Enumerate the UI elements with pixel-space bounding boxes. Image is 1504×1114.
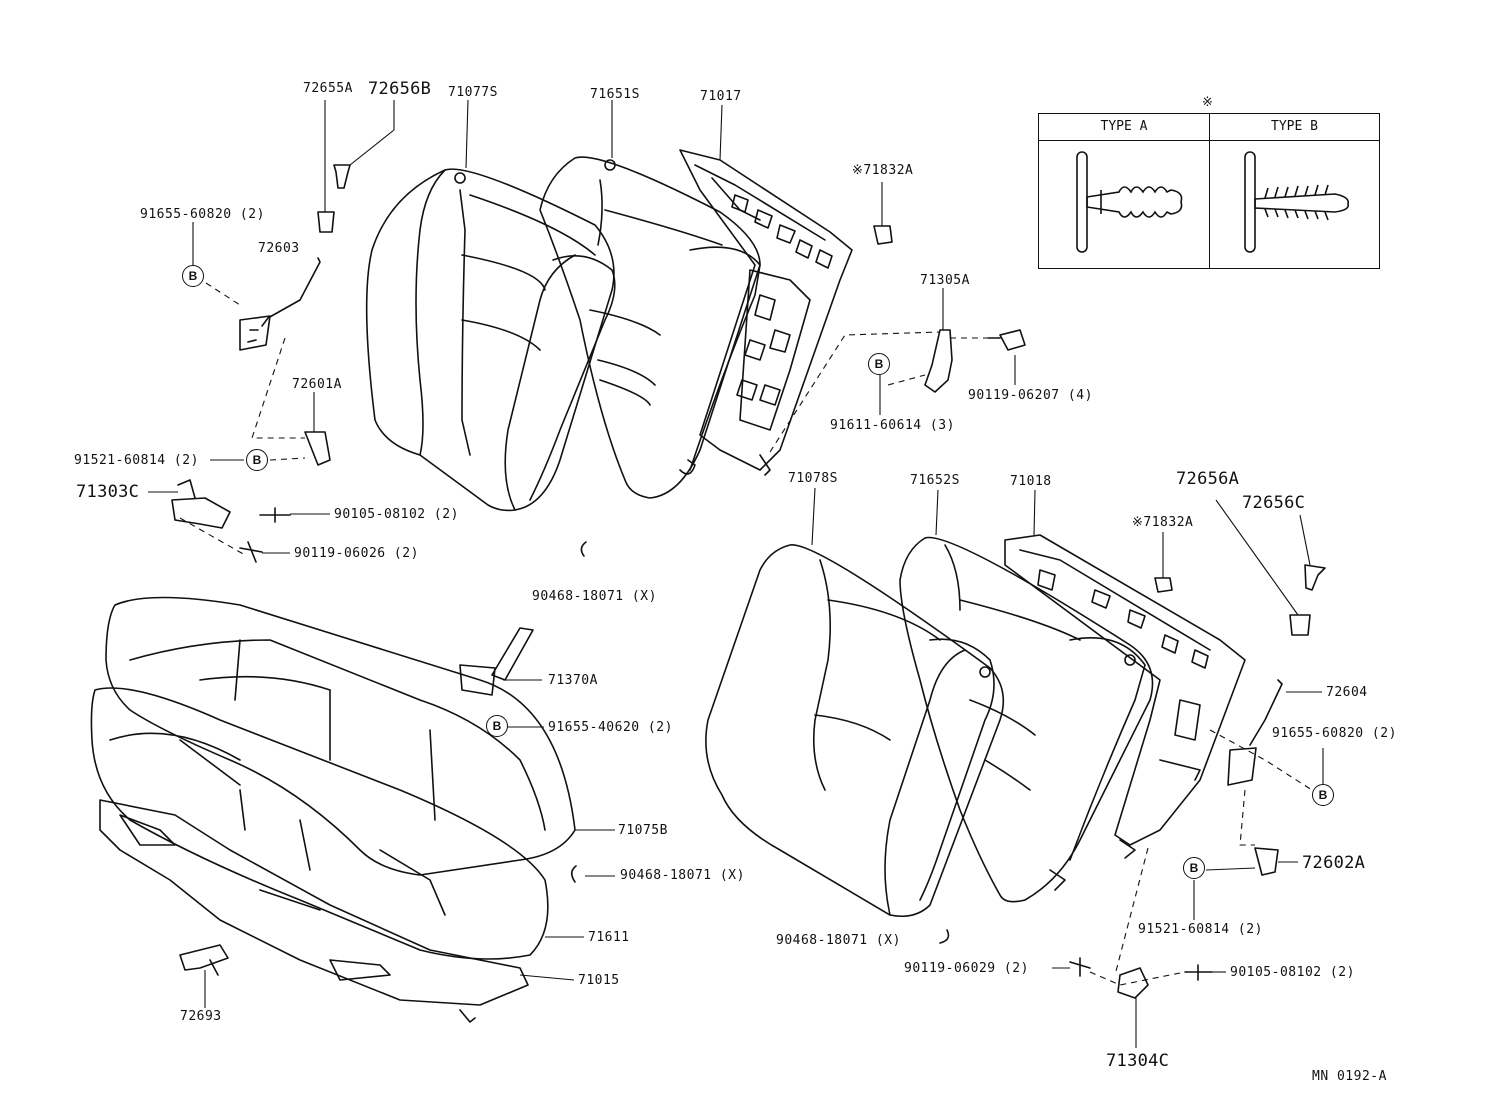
bracket-72601A (304, 431, 331, 466)
label-72656B: 72656B (368, 79, 432, 99)
label-90468-18071-right: 90468-18071 (X) (776, 933, 901, 948)
label-72656A: 72656A (1176, 469, 1240, 489)
table-divider (1209, 114, 1211, 268)
label-72601A: 72601A (292, 377, 342, 392)
label-71832A-top: ※71832A (852, 163, 914, 178)
label-91655-40620: 91655-40620 (2) (548, 720, 673, 735)
label-71611: 71611 (588, 930, 630, 945)
bolt-marker: B (868, 353, 890, 375)
label-71305A: 71305A (920, 273, 970, 288)
label-71078S: 71078S (788, 471, 838, 486)
label-91655-60820-left: 91655-60820 (2) (140, 207, 265, 222)
label-91521-60814-right: 91521-60814 (2) (1138, 922, 1263, 937)
diagram-code: MN 0192-A (1312, 1069, 1387, 1084)
latch-left (171, 479, 291, 563)
hinge-rod-left (239, 257, 321, 351)
hinge-71305A (924, 329, 1026, 393)
label-90119-06207: 90119-06207 (4) (968, 388, 1093, 403)
seat-cushion-pad (90, 687, 549, 960)
label-71017: 71017 (700, 89, 742, 104)
latch-right (1069, 957, 1213, 999)
label-72655A: 72655A (303, 81, 353, 96)
bolt-marker: B (1183, 857, 1205, 879)
label-72602A: 72602A (1302, 853, 1366, 873)
bracket-72602A (1254, 847, 1279, 876)
label-71304C: 71304C (1106, 1051, 1170, 1071)
label-71018: 71018 (1010, 474, 1052, 489)
label-71651S: 71651S (590, 87, 640, 102)
trim-pin-parts (317, 164, 1326, 636)
label-91611-60614: 91611-60614 (3) (830, 418, 955, 433)
seatback-cushion-right (705, 544, 1005, 918)
label-72693: 72693 (180, 1009, 222, 1024)
seatback-frame-right (1004, 534, 1246, 859)
label-71075B: 71075B (618, 823, 668, 838)
type-a-clip-drawing (1076, 151, 1183, 253)
label-71303C: 71303C (76, 482, 140, 502)
label-71832A-right: ※71832A (1132, 515, 1194, 530)
bolt-marker: B (246, 449, 268, 471)
type-b-header: TYPE B (1210, 114, 1379, 141)
label-90468-18071-low: 90468-18071 (X) (620, 868, 745, 883)
label-72656C: 72656C (1242, 493, 1306, 513)
clip-type-table: TYPE A TYPE B (1038, 113, 1380, 269)
bolt-marker: B (486, 715, 508, 737)
label-91521-60814-left: 91521-60814 (2) (74, 453, 199, 468)
type-b-clip-drawing (1244, 151, 1350, 253)
label-90468-18071-mid: 90468-18071 (X) (532, 589, 657, 604)
bolt-marker: B (182, 265, 204, 287)
clip-72693 (179, 944, 229, 976)
label-90105-08102-right: 90105-08102 (2) (1230, 965, 1355, 980)
label-72603: 72603 (258, 241, 300, 256)
bolt-marker: B (1312, 784, 1334, 806)
label-71652S: 71652S (910, 473, 960, 488)
seatback-cushion-left (365, 168, 616, 512)
label-90119-06026: 90119-06026 (2) (294, 546, 419, 561)
label-72604: 72604 (1326, 685, 1368, 700)
seatback-pad-left (539, 156, 761, 499)
label-71015: 71015 (578, 973, 620, 988)
hinge-rod-right (1227, 679, 1283, 786)
table-note-mark: ※ (1202, 95, 1214, 110)
label-90119-06029: 90119-06029 (2) (904, 961, 1029, 976)
type-a-header: TYPE A (1039, 114, 1210, 141)
seat-cushion-frame (99, 799, 529, 1023)
label-91655-60820-right: 91655-60820 (2) (1272, 726, 1397, 741)
seatback-frame-left (679, 149, 853, 476)
label-90105-08102-left: 90105-08102 (2) (334, 507, 459, 522)
label-71370A: 71370A (548, 673, 598, 688)
label-71077S: 71077S (448, 85, 498, 100)
hog-rings (570, 541, 950, 944)
belt-guide (459, 627, 534, 696)
